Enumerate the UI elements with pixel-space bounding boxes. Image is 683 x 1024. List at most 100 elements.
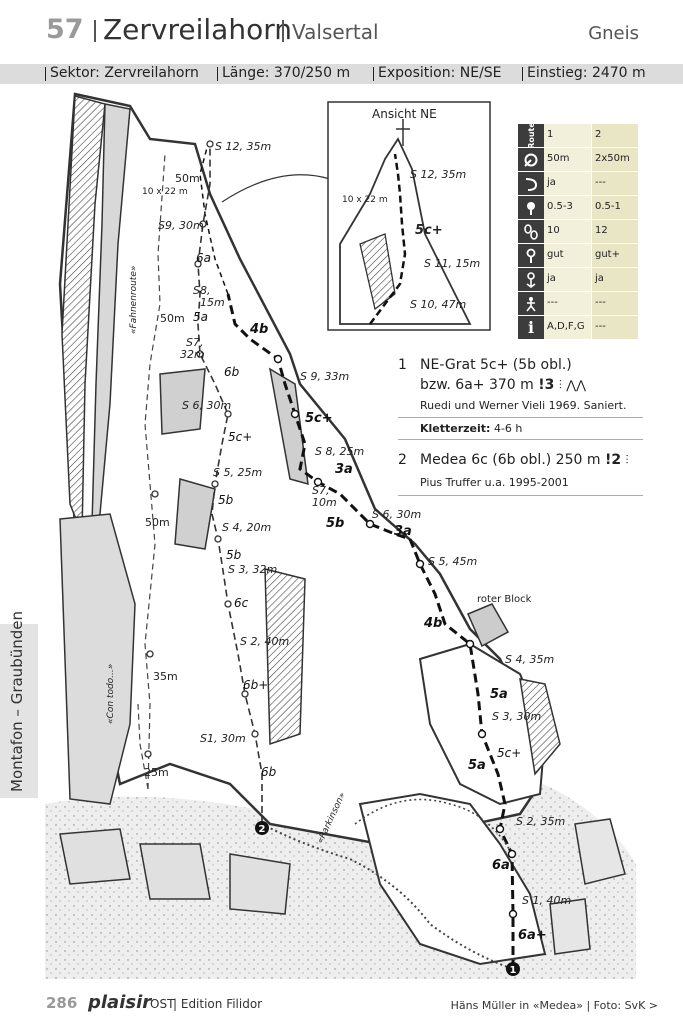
grade-label: 4b (423, 616, 442, 631)
page-title: Zervreilahorn (103, 13, 292, 46)
table-cell: 10 (544, 220, 591, 244)
table-row: i A,D,F,G --- (518, 316, 638, 340)
grade-label: 4b (249, 322, 268, 337)
grade-label: 5a (490, 687, 508, 702)
belay-label: S1, 30m (200, 732, 246, 745)
table-cell: 1 (544, 124, 591, 148)
boulder (549, 898, 591, 955)
lower-rock (358, 792, 547, 966)
route-name: NE-Grat 5c+ (5b obl.) (420, 357, 572, 373)
climbing-time-value: 4-6 h (493, 422, 523, 435)
brand-logo: plaisir (88, 992, 152, 1013)
route-rating: !2 (604, 452, 622, 468)
grade-label: 6b+ (243, 678, 268, 692)
table-row: ja ja (518, 268, 638, 292)
page-subtitle: Valsertal (292, 20, 379, 44)
route-credit: Pius Truffer u.a. 1995-2001 (420, 476, 569, 489)
route-1-upper-line (199, 143, 229, 295)
route-header-icon-text: Route (526, 122, 536, 149)
belay-label: S 3, 30m (492, 710, 541, 723)
inset-connector (221, 174, 331, 203)
central-slab (174, 478, 216, 550)
table-cell: 12 (591, 220, 638, 244)
table-cell: gut (544, 244, 591, 268)
approach-line (354, 798, 513, 855)
table-cell: ja (591, 268, 638, 292)
rope-bolts-icon: ⫶ (625, 453, 629, 467)
topo-number: 57 (46, 14, 84, 45)
table-row: gut gut+ (518, 244, 638, 268)
distance-label: 50m (145, 516, 170, 529)
route-2-belays (144, 140, 259, 758)
belay-label: S 2, 40m (240, 635, 289, 648)
table-row: 10 12 (518, 220, 638, 244)
belay-label: 15m (200, 296, 225, 309)
einstieg-info: Einstieg: 2470 m (522, 65, 646, 81)
route-name-label: «Con todo...» (106, 664, 116, 724)
fahnenroute-line (144, 153, 166, 790)
inset-route (369, 153, 407, 325)
belay-label: S 12, 35m (215, 140, 271, 153)
belay-label: S 4, 20m (222, 521, 271, 534)
belay-label: S 12, 35m (410, 168, 466, 181)
belay-label: S 4, 35m (505, 653, 554, 666)
table-cell: ja (544, 172, 591, 196)
grade-label: 6c (234, 596, 249, 610)
start-marker-1-label: 1 (510, 965, 517, 976)
grade-label: 5c+ (497, 746, 521, 760)
belay-label: S8, (193, 284, 210, 297)
route-number: 1 (398, 357, 407, 373)
belay-label: S 9, 33m (300, 370, 349, 383)
friends-icon (518, 196, 544, 220)
abseil-icon (518, 172, 544, 196)
info-icon: i (518, 316, 544, 340)
grade-label: 6a (196, 251, 211, 265)
topo-drawing: 1 2 S 12, 35m Ansicht NE S 12, 35m S 11,… (0, 84, 683, 994)
parkinson-line (261, 823, 514, 970)
belay-icon (518, 244, 544, 268)
rope-bolts-icon: ⫶ (558, 378, 562, 392)
table-cell: gut+ (591, 244, 638, 268)
publisher: | Edition Filidor (173, 997, 263, 1011)
distance-label: 25m (144, 766, 169, 779)
route-1-line (226, 293, 515, 969)
start-marker-1 (506, 962, 520, 976)
header-divider (282, 20, 284, 42)
region-tab: Montafon – Graubünden (0, 611, 38, 798)
abseil-label: 10 x 22 m (142, 187, 188, 197)
table-row: Route 1 2 (518, 122, 638, 149)
belay-label: S9, 30m (158, 219, 204, 232)
belay-label: S 10, 47m (410, 298, 466, 311)
grade-label: 6a (492, 858, 510, 873)
roter-block (467, 603, 510, 648)
table-cell: 2 (591, 124, 638, 148)
belay-label: S 2, 35m (516, 815, 565, 828)
belay-label: 32m (180, 348, 205, 361)
boulder (59, 828, 131, 885)
roter-block-label: roter Block (477, 594, 532, 605)
route-2-line (197, 144, 263, 824)
table-cell: --- (591, 172, 638, 196)
table-cell: A,D,F,G (544, 316, 591, 340)
boulder (139, 843, 211, 900)
exposition-info: Exposition: NE/SE (373, 65, 502, 81)
table-row: 50m 2x50m (518, 148, 638, 172)
route-alt-grade: bzw. 6a+ 370 m (420, 377, 534, 393)
left-face-slab (61, 95, 106, 535)
belay-label: S 6, 30m (372, 508, 421, 521)
distance-label: 50m (160, 312, 185, 325)
boulder (229, 853, 291, 915)
table-row: ja --- (518, 172, 638, 196)
rope-icon (518, 148, 544, 172)
belay-label: S 5, 25m (213, 466, 262, 479)
belay-label: S 1, 40m (522, 894, 571, 907)
lowering-icon (518, 268, 544, 292)
belay-label: S 6, 30m (182, 399, 231, 412)
start-marker-2-label: 2 (259, 824, 266, 835)
contodo-line (137, 703, 149, 790)
belay-label: S 5, 45m (428, 555, 477, 568)
middle-pillar (264, 568, 306, 746)
central-slab (159, 368, 206, 435)
header-divider (94, 20, 96, 42)
